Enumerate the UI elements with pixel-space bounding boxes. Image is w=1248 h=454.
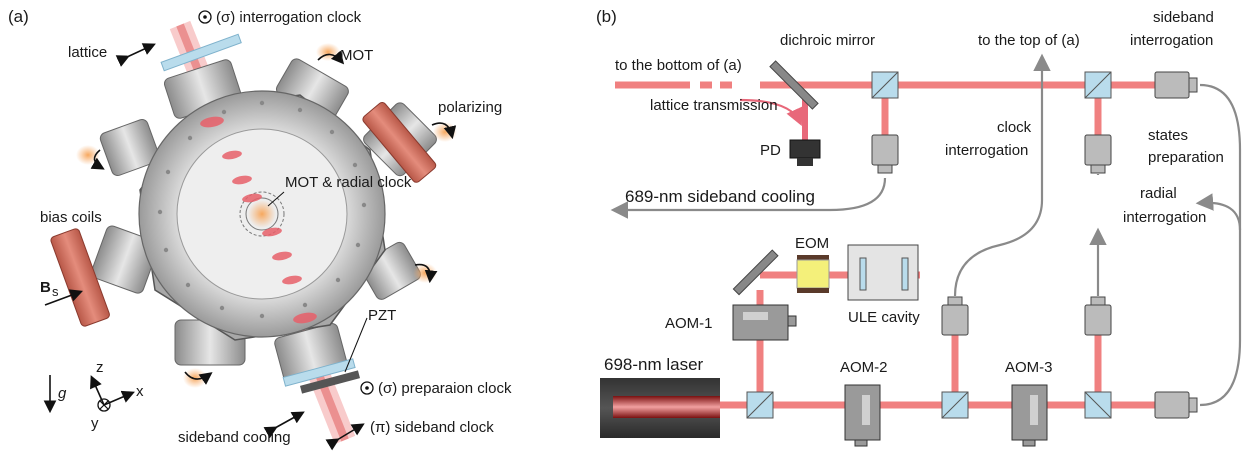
label-z: z — [96, 359, 104, 376]
lattice-arrow — [115, 43, 156, 67]
sideband-clock-arrow — [325, 423, 365, 451]
mot-atoms — [248, 200, 276, 228]
label-states-preparation-2: preparation — [1148, 149, 1224, 166]
label-to-bottom: to the bottom of (a) — [615, 57, 742, 74]
bs-arrow — [44, 289, 83, 306]
label-interrogation-clock: (σ) interrogation clock — [216, 9, 362, 26]
beamsplitters — [746, 71, 1112, 419]
label-sideband-cooling: sideband cooling — [178, 429, 291, 446]
label-lattice-transmission: lattice transmission — [650, 97, 778, 114]
label-g: g — [58, 385, 67, 402]
label-aom2: AOM-2 — [840, 359, 888, 376]
label-sideband-cooling-689: 689-nm sideband cooling — [625, 187, 815, 206]
label-states-preparation-1: states — [1148, 127, 1188, 144]
panel-a-tag: (a) — [8, 7, 29, 26]
label-laser-698: 698-nm laser — [604, 355, 704, 374]
eom — [796, 255, 830, 293]
bolt-holes — [157, 100, 367, 319]
label-to-top: to the top of (a) — [978, 32, 1080, 49]
ule-cavity — [847, 244, 919, 301]
label-bs-sub: s — [52, 284, 59, 299]
photodiode — [789, 139, 821, 166]
label-eom: EOM — [795, 235, 829, 252]
label-radial-interrogation-1: radial — [1140, 185, 1177, 202]
label-sideband-clock: (π) sideband clock — [370, 419, 494, 436]
label-aom1: AOM-1 — [665, 315, 713, 332]
laser-698 — [600, 378, 720, 438]
lattice-transmission-arrow — [739, 98, 803, 127]
label-clock-interrogation-1: clock — [997, 119, 1032, 136]
pzt-element — [299, 370, 361, 394]
label-preparation-clock: (σ) preparaion clock — [378, 380, 512, 397]
label-mot-radial: MOT & radial clock — [285, 174, 412, 191]
label-radial-interrogation-2: interrogation — [1123, 209, 1206, 226]
label-x: x — [136, 383, 144, 400]
pzt-pointer — [344, 317, 368, 373]
fiber-couplers — [871, 71, 1198, 419]
mot-pointer — [267, 191, 285, 207]
label-aom3: AOM-3 — [1005, 359, 1053, 376]
lattice-spots — [200, 116, 317, 324]
label-lattice: lattice — [68, 44, 107, 61]
label-ule-cavity: ULE cavity — [848, 309, 920, 326]
label-sideband-interrogation-1: sideband — [1153, 9, 1214, 26]
pzt-window — [282, 358, 356, 387]
coil-left — [50, 228, 110, 327]
label-pd: PD — [760, 142, 781, 159]
label-mot: MOT — [340, 47, 373, 64]
label-dichroic: dichroic mirror — [780, 32, 875, 49]
circle-dot-symbol-top — [198, 10, 212, 24]
label-y: y — [91, 415, 99, 432]
label-pzt: PZT — [368, 307, 396, 324]
dot-top — [203, 15, 207, 19]
fiber-paths — [610, 53, 1242, 407]
panel-a: (a) — [8, 7, 512, 451]
dichroic-mirror — [769, 60, 819, 110]
panel-b: (b) — [596, 7, 1242, 447]
coordinate-axes: g z x y — [43, 359, 144, 432]
dot-bottom — [365, 386, 369, 390]
label-sideband-interrogation-2: interrogation — [1130, 32, 1213, 49]
panel-b-tag: (b) — [596, 7, 617, 26]
sideband-cooling-arrow — [263, 411, 305, 439]
label-polarizing: polarizing — [438, 99, 502, 116]
eom-mirror — [732, 249, 779, 296]
aoms — [732, 304, 1048, 447]
coil-right — [362, 101, 437, 183]
label-bias-coils: bias coils — [40, 209, 102, 226]
lattice-window — [160, 33, 242, 72]
label-bs: B — [40, 279, 51, 296]
rotation-arrows — [90, 50, 457, 385]
circle-dot-symbol-bottom — [360, 381, 374, 395]
label-clock-interrogation-2: interrogation — [945, 142, 1028, 159]
